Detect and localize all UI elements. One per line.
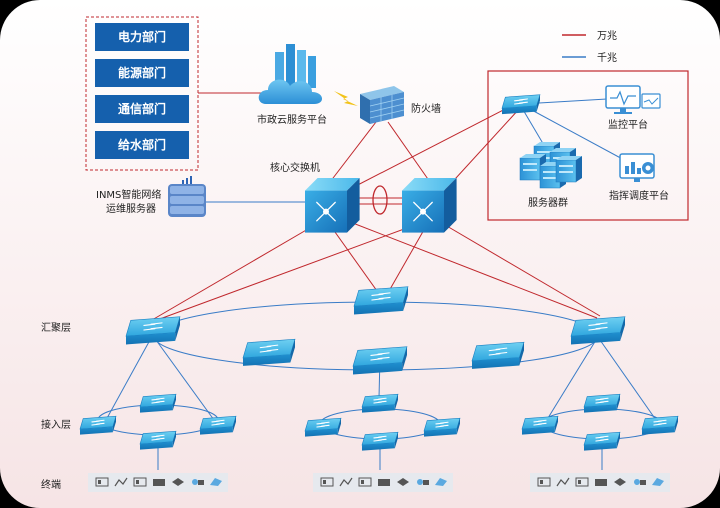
access-switch-0-top (139, 393, 177, 413)
access-switch-1-bottom (361, 431, 399, 451)
terminal-bar-1 (313, 473, 453, 492)
server-cluster-icon (519, 142, 582, 189)
aggregation-ring-switch-right (471, 341, 525, 369)
cloud-platform-icon (258, 44, 323, 104)
legend-label-10g: 万兆 (597, 30, 617, 42)
access-switch-0-left (79, 415, 117, 435)
inms-label-line2: 运维服务器 (106, 202, 156, 215)
access-switch-2-bottom (583, 431, 621, 451)
link-agg-left-access-a (105, 339, 151, 421)
access-switch-1-right (423, 417, 461, 437)
department-box-1 (95, 59, 189, 87)
services-frame (487, 70, 689, 221)
firewall-label: 防火墙 (411, 102, 441, 115)
layer-label-terminal: 终端 (41, 478, 61, 491)
aggregation-switch-left (125, 316, 181, 345)
access-switch-2-left (521, 415, 559, 435)
layer-label-access: 接入层 (41, 418, 71, 431)
services-switch (501, 94, 541, 115)
link-core-b-agg-left (156, 224, 416, 321)
aggregation-switch-top (353, 286, 409, 315)
link-agg-right-access-b (599, 339, 657, 421)
access-switch-2-top (583, 393, 621, 413)
departments-frame (85, 16, 199, 171)
department-label-0: 电力部门 (118, 29, 166, 44)
department-box-2 (95, 95, 189, 123)
department-box-0 (95, 23, 189, 51)
link-core-a-agg-right (344, 219, 598, 319)
layer-label-aggregation: 汇聚层 (41, 321, 71, 334)
terminal-bar-2 (530, 473, 670, 492)
link-agg-left-access-b (155, 339, 215, 421)
link-core-a-services (347, 103, 516, 191)
access-switch-0-bottom (139, 430, 177, 450)
cloud-platform-label: 市政云服务平台 (257, 113, 327, 126)
lightning-icon (334, 91, 358, 106)
link-aggregation-ring (372, 185, 388, 215)
link-core-a-agg-left (151, 221, 321, 321)
core-switch-a (305, 178, 360, 233)
dispatch-icon (619, 153, 655, 182)
terminal-bar-0 (88, 473, 228, 492)
legend: 万兆 千兆 (562, 30, 617, 64)
server-cluster-label: 服务器群 (528, 196, 568, 209)
inms-server-icon (168, 176, 206, 217)
firewall-icon (360, 86, 405, 124)
inms-label-line1: INMS智能网络 (96, 188, 161, 201)
link-core-b-agg-right (439, 221, 601, 317)
department-label-2: 通信部门 (118, 101, 166, 116)
links-layer (97, 92, 663, 470)
link-agg-right-access-a (547, 339, 597, 419)
access-switch-0-right (199, 415, 237, 435)
aggregation-ring-switch-left (242, 338, 296, 366)
access-switch-1-left (304, 417, 342, 437)
link-services-dispatch (527, 107, 629, 163)
department-box-3 (95, 131, 189, 159)
access-switch-1-top (361, 393, 399, 413)
core-switch-b (402, 178, 457, 233)
legend-label-1g: 千兆 (597, 52, 617, 64)
link-core-b-services (444, 107, 521, 191)
link-firewall-core-a (329, 121, 377, 183)
dispatch-platform-label: 指挥调度平台 (609, 189, 669, 202)
link-core-a-agg-top (329, 224, 383, 299)
department-label-1: 能源部门 (118, 65, 166, 80)
core-switch-label: 核心交换机 (270, 161, 320, 174)
aggregation-switch-middle (352, 346, 408, 375)
link-firewall-core-b (387, 121, 431, 183)
department-label-3: 给水部门 (118, 137, 166, 152)
monitor-icon (605, 85, 661, 114)
monitor-platform-label: 监控平台 (608, 118, 648, 131)
terminals-layer (88, 473, 670, 492)
link-core-b-agg-top (384, 227, 426, 299)
aggregation-switch-right (570, 316, 626, 345)
access-switch-2-right (641, 415, 679, 435)
switches-layer (79, 94, 679, 451)
